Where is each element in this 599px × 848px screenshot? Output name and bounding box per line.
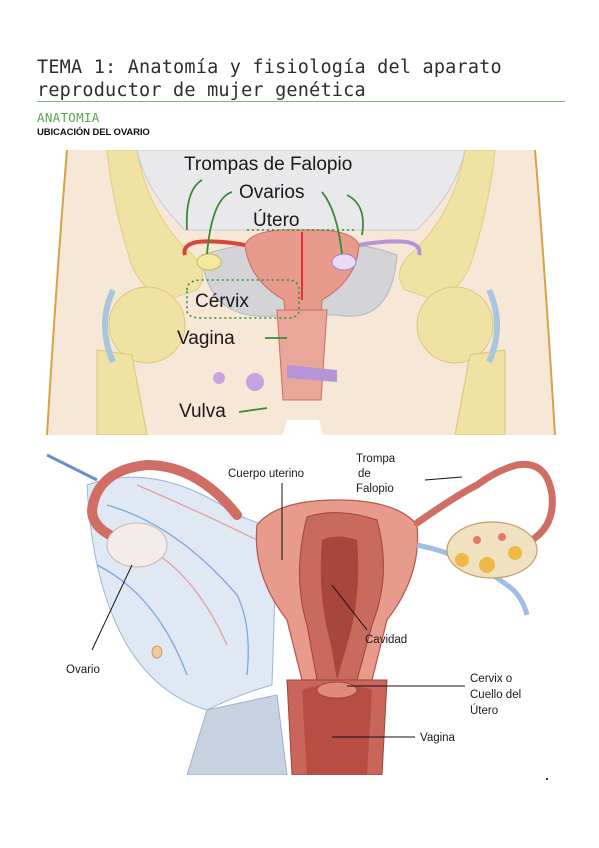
left-fallopian-tube (182, 239, 246, 256)
ovaries-leader-left (206, 191, 233, 255)
label-ovaries: Ovarios (239, 182, 304, 203)
follicle-5 (498, 533, 506, 541)
right-hip-joint (486, 288, 500, 364)
left-hip-joint (102, 288, 116, 364)
uterus-cross-section-diagram: Cuerpo uterino Trompa de Falopio Cavidad… (37, 445, 565, 775)
vulva-leader (238, 407, 268, 413)
urethra-structure (287, 365, 337, 382)
ovaries-leader-right (321, 191, 343, 255)
fallopian-leader-left (185, 179, 203, 231)
label-cervix-line2: Cuello del (470, 689, 521, 701)
broad-ligament (86, 476, 278, 711)
cervix-shape (316, 681, 358, 699)
title-line-2: reproductor de mujer genética (37, 80, 366, 101)
pelvis-diagram-svg: Trompas de Falopio Ovarios Útero Cérvix … (37, 150, 565, 435)
right-ovary (446, 521, 538, 579)
left-ilium (106, 150, 204, 301)
left-vessel-stub (46, 453, 98, 482)
label-vagina: Vagina (420, 732, 456, 744)
label-ovary: Ovario (66, 664, 100, 676)
right-outer-space (535, 150, 565, 435)
label-uterine-body: Cuerpo uterino (228, 468, 304, 480)
label-uterus: Útero (253, 209, 299, 231)
label-cervix: Cérvix (195, 291, 249, 312)
right-ligament (416, 542, 530, 616)
right-femur-head (416, 286, 494, 364)
left-small-gland (213, 372, 225, 384)
fallopian-leader-right (346, 194, 364, 236)
label-fallopian-tubes: Trompas de Falopio (184, 154, 352, 175)
label-vulva: Vulva (179, 401, 226, 422)
pelvis-diagram: Trompas de Falopio Ovarios Útero Cérvix … (37, 150, 565, 435)
document-title: TEMA 1: Anatomía y fisiología del aparat… (37, 56, 577, 102)
leader-fallopian (424, 476, 463, 481)
right-ilium (398, 150, 496, 301)
right-body-outline (534, 150, 556, 435)
label-trompa-line2: de (358, 468, 371, 480)
vessel-1 (106, 504, 249, 676)
vaginal-canal (302, 683, 372, 775)
left-outer-space (37, 150, 67, 435)
label-cervix-line1: Cervix o (470, 673, 512, 685)
follicle-3 (508, 546, 522, 560)
title-line-1: TEMA 1: Anatomía y fisiología del aparat… (37, 57, 502, 78)
follicle-1 (455, 553, 469, 567)
vulva-opening (283, 420, 323, 435)
subsection-heading: UBICACIÓN DEL OVARIO (37, 127, 150, 138)
follicle-2 (479, 557, 495, 573)
follicle-4 (473, 536, 481, 544)
left-gland (246, 373, 264, 391)
right-fallopian-tube (413, 460, 556, 544)
left-body-outline (46, 150, 68, 435)
vessel-3 (96, 564, 188, 676)
right-ovary (331, 253, 357, 271)
left-ovary (196, 253, 222, 271)
label-trompa-line1: Trompa (356, 453, 396, 465)
left-small-structure (151, 645, 163, 659)
left-ovary (106, 522, 168, 568)
section-heading: ANATOMIA (37, 110, 100, 125)
leader-ovary (91, 564, 133, 651)
right-femur (454, 349, 506, 435)
title-divider (37, 101, 565, 102)
left-fallopian-tube (86, 459, 242, 545)
label-vagina: Vagina (177, 328, 235, 349)
uterine-cavity (320, 536, 359, 680)
label-cervix-line3: Útero (470, 704, 498, 717)
uterus-cross-section-svg: Cuerpo uterino Trompa de Falopio Cavidad… (46, 453, 556, 775)
label-trompa-line3: Falopio (356, 483, 394, 495)
leader-cavity (331, 584, 368, 631)
vessel-4 (136, 484, 268, 546)
left-femur-head (108, 286, 186, 364)
label-cavity: Cavidad (365, 634, 407, 646)
vagina-shape (276, 309, 328, 401)
left-femur (96, 349, 148, 435)
right-fallopian-tube (358, 239, 422, 256)
abdominal-cavity (136, 150, 466, 231)
lower-tissue (186, 694, 288, 775)
stray-mark (546, 778, 548, 780)
